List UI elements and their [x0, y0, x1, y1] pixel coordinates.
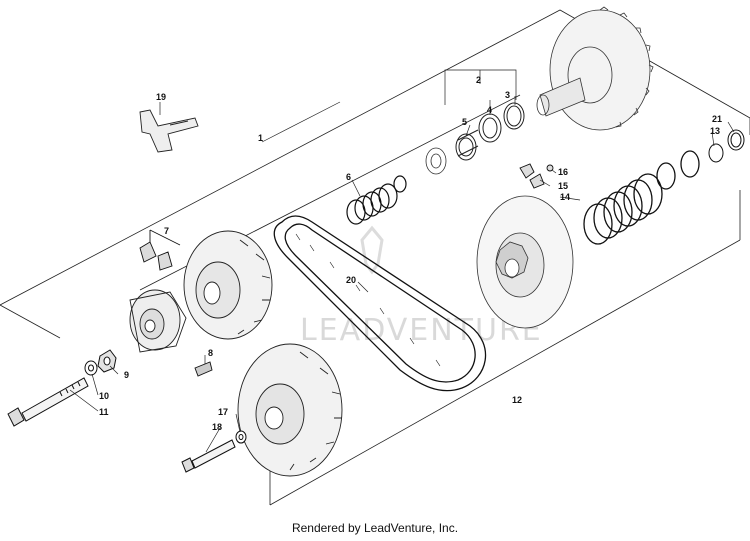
- callout-11: 11: [99, 407, 109, 417]
- callout-19: 19: [156, 92, 166, 102]
- spring-14: [583, 150, 700, 245]
- weights-7: [139, 229, 181, 271]
- bracket-19: [139, 109, 199, 153]
- callout-12: 12: [512, 395, 522, 405]
- callouts: 1 2 3 4 5 6 7 8 9 10 11 12 13 14 15 16 1…: [99, 75, 722, 432]
- footer-credit: Rendered by LeadVenture, Inc.: [291, 521, 459, 535]
- callout-15: 15: [558, 181, 568, 191]
- callout-14: 14: [560, 192, 570, 202]
- callout-20: 20: [346, 275, 356, 285]
- callout-18: 18: [212, 422, 222, 432]
- drive-spider: [129, 289, 187, 353]
- callout-1: 1: [258, 133, 263, 143]
- callout-6: 6: [346, 172, 351, 182]
- leader-lines: [69, 96, 735, 453]
- callout-21: 21: [712, 114, 722, 124]
- driven-movable-sheave: [476, 195, 574, 329]
- bearing: [425, 147, 447, 175]
- driven-front-sheave: [237, 343, 343, 477]
- rings-13-21: [708, 129, 745, 163]
- drive-clutch-sheave: [183, 230, 273, 340]
- callout-10: 10: [99, 391, 109, 401]
- driven-fixed-sheave: [536, 6, 654, 131]
- callout-4: 4: [487, 105, 492, 115]
- callout-7: 7: [164, 226, 169, 236]
- callout-8: 8: [208, 348, 213, 358]
- callout-2-bracket: [444, 69, 517, 105]
- callout-3: 3: [505, 90, 510, 100]
- callout-16: 16: [558, 167, 568, 177]
- seal-rings: [455, 102, 525, 161]
- bolt-18-assembly: [181, 430, 247, 473]
- cam-parts: [519, 163, 554, 189]
- part-8: [194, 361, 213, 377]
- drive-belt: [273, 215, 487, 392]
- callout-13: 13: [710, 126, 720, 136]
- callout-5: 5: [462, 117, 467, 127]
- bolt-11-assembly: [7, 349, 117, 427]
- callout-17: 17: [218, 407, 228, 417]
- spring-6: [346, 175, 407, 225]
- callout-2: 2: [476, 75, 481, 85]
- callout-9: 9: [124, 370, 129, 380]
